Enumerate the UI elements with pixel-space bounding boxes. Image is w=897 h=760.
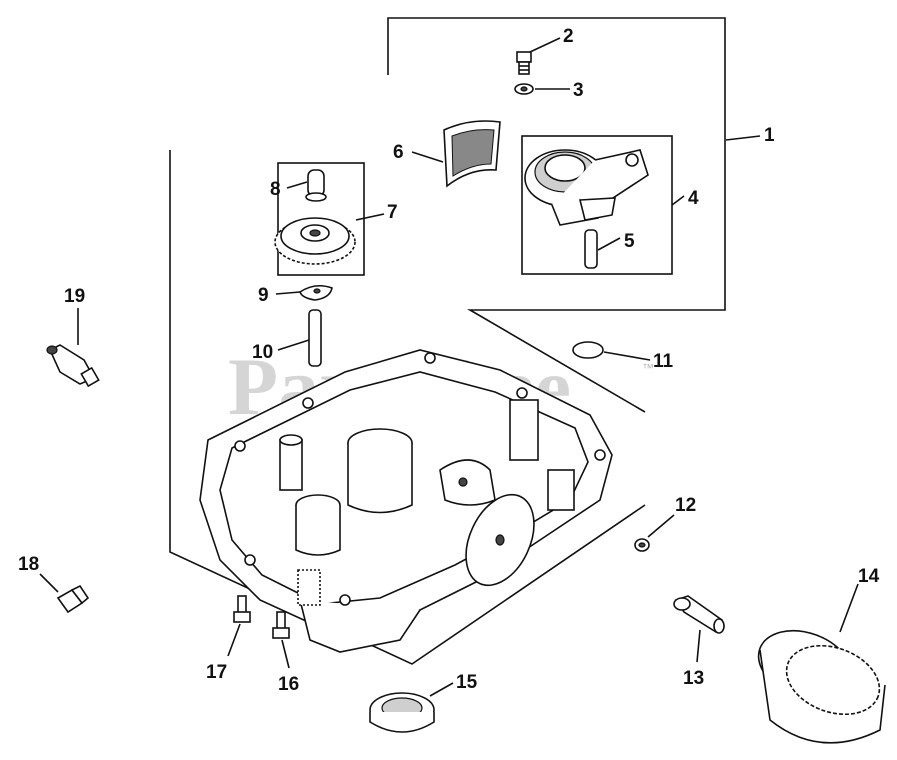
pin-part-10[interactable] xyxy=(308,309,322,367)
shaft-part-8[interactable] xyxy=(305,169,327,202)
callout-8: 8 xyxy=(270,179,281,200)
stud-part-13[interactable] xyxy=(673,595,725,634)
callout-15: 15 xyxy=(456,672,478,693)
callout-10: 10 xyxy=(252,342,273,363)
seal-part-15[interactable] xyxy=(369,692,435,733)
screen-part-6[interactable] xyxy=(443,120,501,188)
washer-part-9[interactable] xyxy=(299,284,333,301)
callout-7: 7 xyxy=(387,202,398,223)
callout-18: 18 xyxy=(18,554,39,575)
closure-plate xyxy=(199,349,613,653)
nut-part-12[interactable] xyxy=(634,538,650,552)
bolt-part-16[interactable] xyxy=(272,611,290,639)
callout-17: 17 xyxy=(206,662,227,683)
bolt-part-17[interactable] xyxy=(233,595,251,623)
watermark-trademark: ™ xyxy=(642,361,654,375)
callout-13: 13 xyxy=(683,668,704,689)
oil-pressure-switch-part-19[interactable] xyxy=(46,344,100,388)
assembly-bracket-1 xyxy=(387,17,726,413)
oil-pump-part-4[interactable] xyxy=(524,149,649,226)
plug-part-18[interactable] xyxy=(56,584,90,614)
callout-5: 5 xyxy=(624,231,635,252)
callout-11: 11 xyxy=(653,351,674,372)
callout-3: 3 xyxy=(573,80,584,101)
callout-19: 19 xyxy=(64,286,85,307)
callout-14: 14 xyxy=(858,566,880,587)
callout-16: 16 xyxy=(278,674,299,695)
washer-part-3[interactable] xyxy=(514,83,534,95)
gear-part-7[interactable] xyxy=(274,217,356,265)
screw-part-2[interactable] xyxy=(516,51,532,75)
callout-1: 1 xyxy=(764,125,775,146)
callout-6: 6 xyxy=(393,142,404,163)
o-ring-part-11[interactable] xyxy=(572,341,604,359)
callout-12: 12 xyxy=(675,495,696,516)
leader-lines xyxy=(39,37,859,697)
callout-4: 4 xyxy=(688,188,699,209)
callout-9: 9 xyxy=(258,285,269,306)
pin-part-5[interactable] xyxy=(584,229,598,269)
oil-filter-part-14[interactable] xyxy=(749,619,889,744)
callout-2: 2 xyxy=(563,26,574,47)
